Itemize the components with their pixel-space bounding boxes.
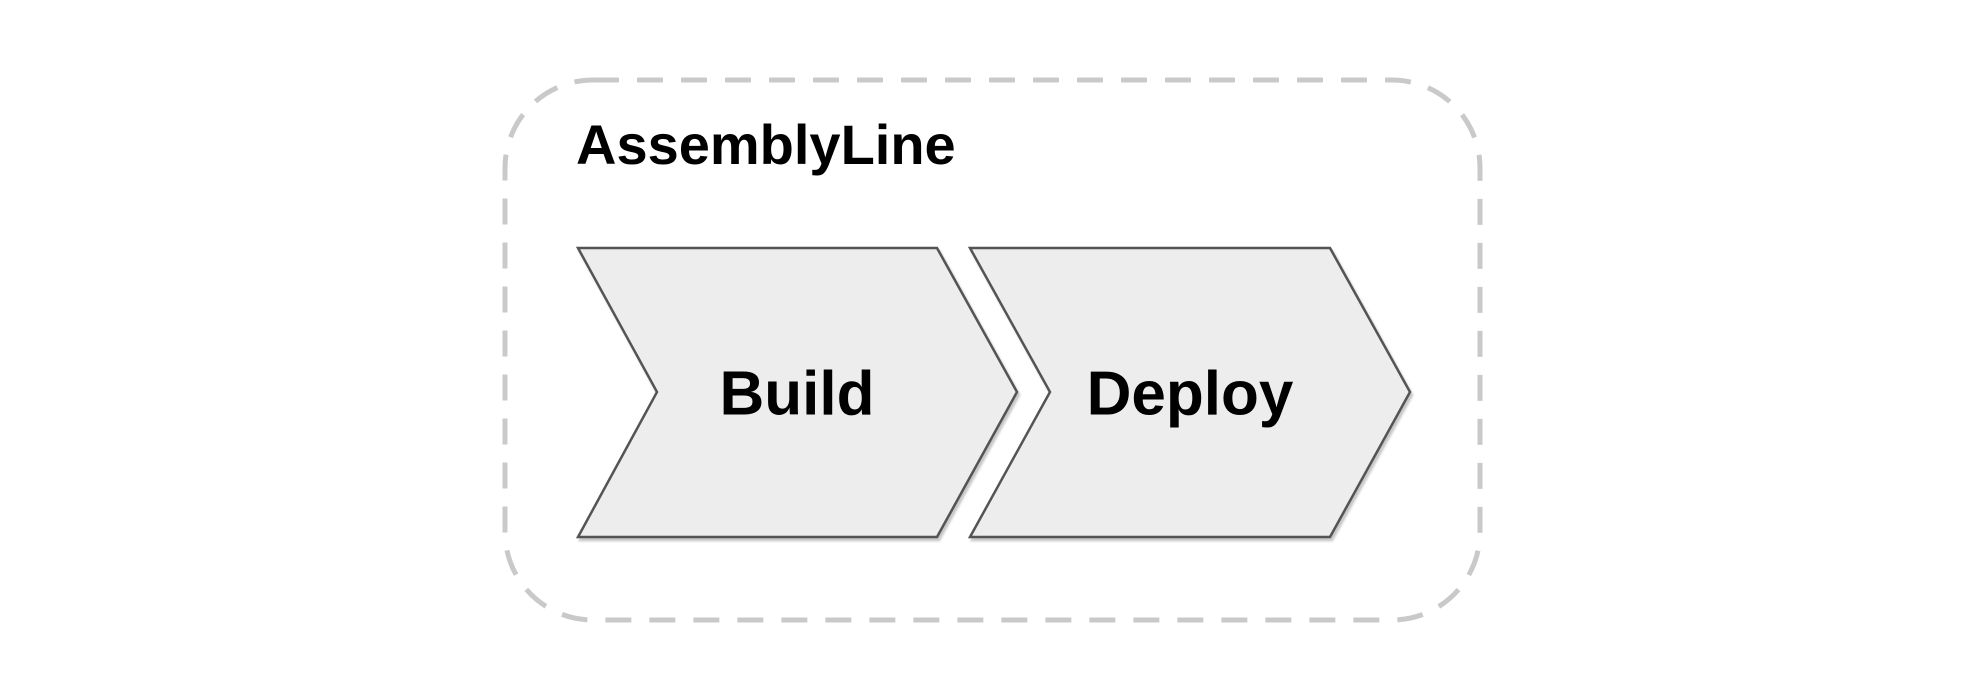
- node-deploy[interactable]: Deploy: [967, 246, 1412, 539]
- build-chevron-shape[interactable]: [575, 246, 1019, 539]
- assembly-line-container: [502, 77, 1483, 623]
- assembly-line-title: AssemblyLine: [576, 113, 956, 176]
- deploy-chevron-shape[interactable]: [967, 246, 1412, 539]
- deploy-label: Deploy: [1087, 360, 1294, 429]
- node-build[interactable]: Build: [575, 246, 1019, 539]
- build-label: Build: [720, 360, 875, 429]
